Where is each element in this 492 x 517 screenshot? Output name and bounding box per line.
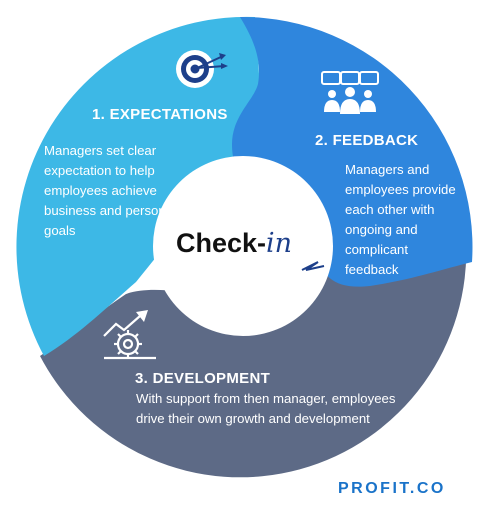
brand-logo: PROFIT.CO <box>338 480 446 497</box>
people-chat-icon <box>321 71 379 114</box>
feedback-title: 2. FEEDBACK <box>315 132 419 149</box>
checkin-logo: Check-in <box>176 228 292 259</box>
gears-growth-icon <box>103 310 156 360</box>
development-title: 3. DEVELOPMENT <box>135 370 271 387</box>
checkin-logo-text-b: in <box>266 228 293 259</box>
expectations-title: 1. EXPECTATIONS <box>92 106 228 123</box>
expectations-body: Managers set clear expectation to help e… <box>44 143 176 238</box>
target-icon <box>176 50 228 88</box>
checkin-logo-text-a: Check- <box>176 228 267 258</box>
logo-swoosh <box>301 261 325 271</box>
segment-expectations <box>16 16 263 356</box>
segment-development <box>40 240 467 478</box>
center-disc <box>153 156 333 336</box>
feedback-body: Managers and employees provide each othe… <box>345 162 456 277</box>
development-body: With support from then manager, employee… <box>136 391 396 426</box>
segment-feedback <box>232 16 473 287</box>
